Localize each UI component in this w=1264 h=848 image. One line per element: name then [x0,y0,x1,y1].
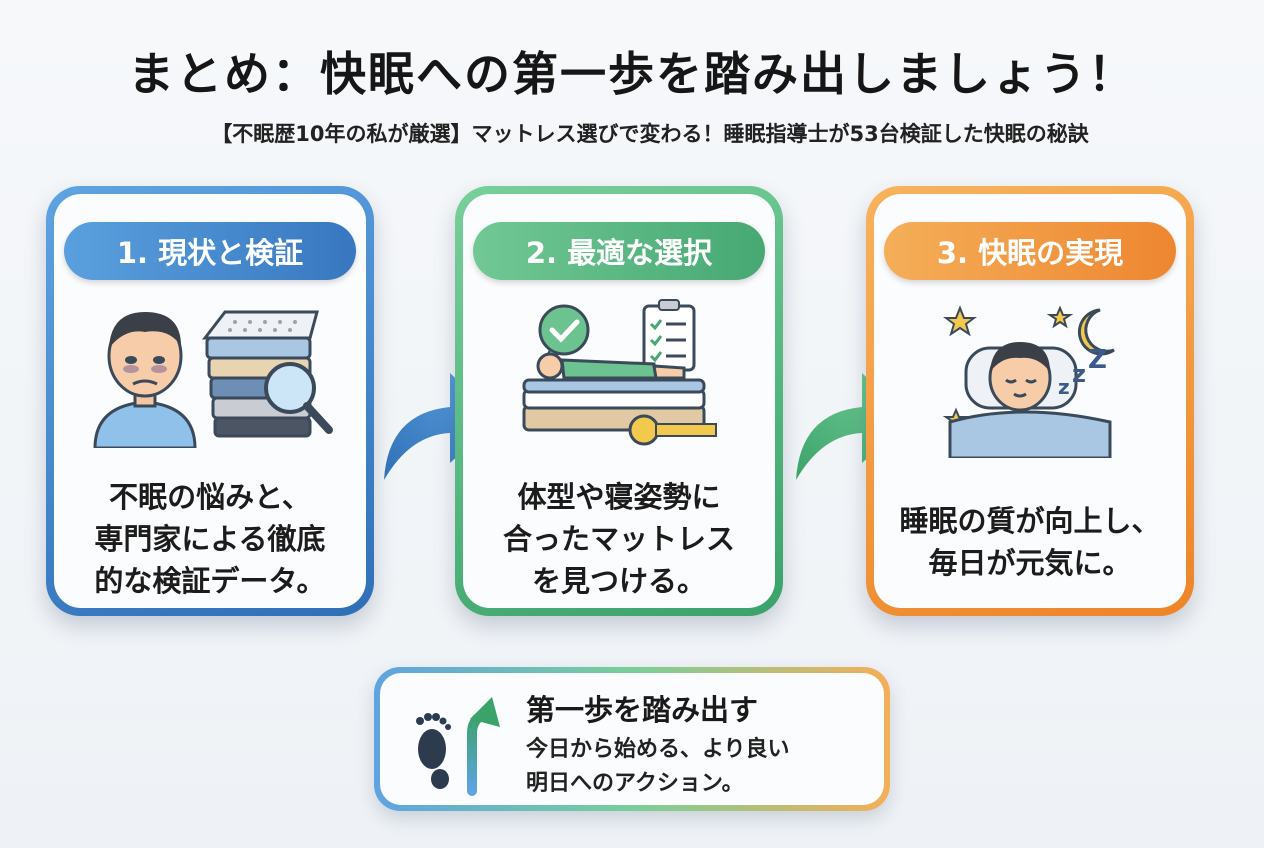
card-text-line: 体型や寝姿勢に [517,480,721,514]
card-good-sleep: 3. 快眠の実現 z z Z 睡眠の質が向上し、 毎日が元気に。 [866,186,1194,616]
first-step-title: 第一歩を踏み出す [526,693,759,727]
svg-text:Z: Z [1088,345,1107,375]
card-best-choice: 2. 最適な選択 体型や寝姿勢に [455,186,783,616]
card-text-line: を見つける。 [531,564,706,598]
card-current-state: 1. 現状と検証 [46,186,374,616]
card-label-good-sleep: 3. 快眠の実現 [884,222,1176,280]
page-subtitle: 【不眠歴10年の私が厳選】マットレス選びで変わる！睡眠指導士が53台検証した快眠… [211,122,1089,146]
card-text-line: 合ったマットレス [502,522,735,556]
card-label-current-state: 1. 現状と検証 [64,222,356,280]
svg-text:z: z [1072,360,1086,388]
footprint-up-arrow-icon [416,697,500,796]
first-step-line: 今日から始める、より良い [526,737,790,762]
person-on-mattress-checklist-icon [522,299,717,446]
sleeping-person-moon-stars-icon: z z Z [942,305,1115,458]
svg-text:z: z [1058,375,1070,399]
page-title: まとめ：快眠への第一歩を踏み出しましょう！ [128,47,1136,101]
first-step-box: 第一歩を踏み出す 今日から始める、より良い 明日へのアクション。 [374,667,890,811]
card-text-line: 睡眠の質が向上し、 [899,504,1161,538]
card-label-best-choice: 2. 最適な選択 [473,222,765,280]
card-text-line: 毎日が元気に。 [928,546,1132,580]
first-step-line: 明日へのアクション。 [526,771,744,796]
card-text-line: 専門家による徹底 [94,522,326,556]
card-text-line: 不眠の悩みと、 [109,480,311,514]
tired-person-mattress-stack-magnifier-icon [93,310,333,448]
card-text-line: 的な検証データ。 [94,564,326,598]
